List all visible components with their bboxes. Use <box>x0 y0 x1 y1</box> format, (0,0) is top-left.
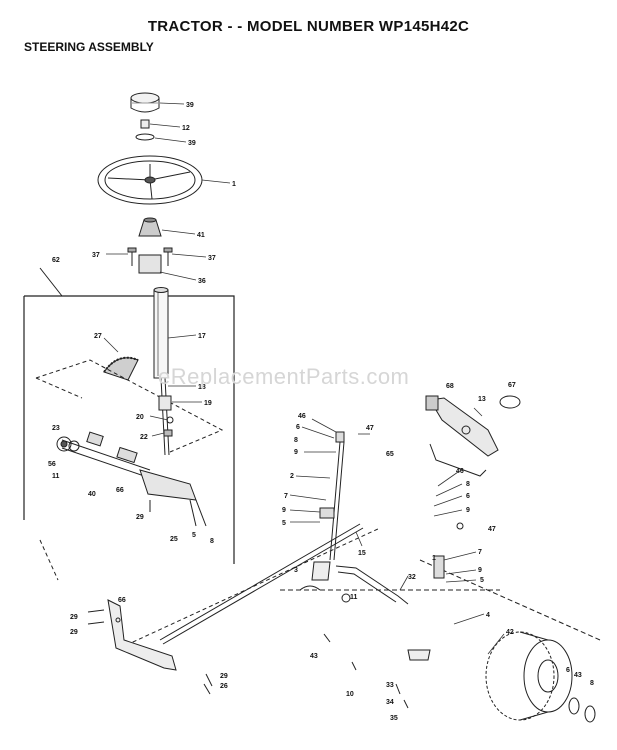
front-wheel-part <box>485 631 596 723</box>
callout-9b: 9 <box>282 507 286 514</box>
callout-32: 32 <box>408 574 416 581</box>
callout-9d: 9 <box>478 567 482 574</box>
callout-46a: 46 <box>298 413 306 420</box>
callout-42: 42 <box>506 629 514 636</box>
callout-47b: 47 <box>488 526 496 533</box>
callout-23: 23 <box>52 425 60 432</box>
callout-29a: 29 <box>136 514 144 521</box>
right-spindle-parts <box>425 395 521 579</box>
callout-26: 26 <box>220 683 228 690</box>
section-subtitle: STEERING ASSEMBLY <box>24 40 154 54</box>
callout-20: 20 <box>136 414 144 421</box>
misc-fasteners <box>203 633 431 709</box>
callout-62: 62 <box>52 257 60 264</box>
callout-17: 17 <box>198 333 206 340</box>
callout-39a: 39 <box>186 102 194 109</box>
callout-39b: 39 <box>188 140 196 147</box>
callout-25: 25 <box>170 536 178 543</box>
callout-6b: 6 <box>466 493 470 500</box>
callout-7a: 7 <box>284 493 288 500</box>
callout-22: 22 <box>140 434 148 441</box>
callout-35: 35 <box>390 715 398 722</box>
callout-43b: 43 <box>574 672 582 679</box>
callout-8c: 8 <box>466 481 470 488</box>
steering-bracket-part <box>87 599 177 671</box>
callout-43a: 43 <box>310 653 318 660</box>
callout-68: 68 <box>446 383 454 390</box>
callout-29c: 29 <box>70 629 78 636</box>
tie-rod-part <box>335 565 409 605</box>
callout-12: 12 <box>182 125 190 132</box>
callout-3: 3 <box>294 567 298 574</box>
callout-67: 67 <box>508 382 516 389</box>
callout-6c: 6 <box>566 667 570 674</box>
callout-34: 34 <box>386 699 394 706</box>
callout-leaders <box>103 102 505 655</box>
callout-18: 18 <box>198 384 206 391</box>
callout-9c: 9 <box>466 507 470 514</box>
left-spindle-parts <box>299 431 345 591</box>
callout-2: 2 <box>290 473 294 480</box>
callout-66a: 66 <box>116 487 124 494</box>
callout-1b: 1 <box>432 555 436 562</box>
callout-15: 15 <box>358 550 366 557</box>
watermark-text: eReplacementParts.com <box>158 364 410 389</box>
callout-40: 40 <box>88 491 96 498</box>
callout-11a: 11 <box>52 473 60 480</box>
steering-wheel-part <box>97 155 203 205</box>
callout-11b: 11 <box>350 594 358 601</box>
callout-29d: 29 <box>220 673 228 680</box>
callout-37a: 37 <box>92 252 100 259</box>
callout-29b: 29 <box>70 614 78 621</box>
steering-hub-part <box>138 217 162 237</box>
callout-36: 36 <box>198 278 206 285</box>
callout-9a: 9 <box>294 449 298 456</box>
gearbox-plate <box>35 359 224 453</box>
leader-lines <box>39 527 381 649</box>
steering-cap-part <box>130 92 160 113</box>
page-title: TRACTOR - - MODEL NUMBER WP145H42C <box>147 18 470 35</box>
callout-37b: 37 <box>208 255 216 262</box>
callout-65: 65 <box>386 451 394 458</box>
sector-gear-part <box>103 356 139 381</box>
callout-56: 56 <box>48 461 56 468</box>
callout-labels: 39 12 39 1 41 37 37 36 62 27 17 18 19 20… <box>48 102 594 722</box>
callout-7b: 7 <box>478 549 482 556</box>
callout-8a: 8 <box>210 538 214 545</box>
callout-10: 10 <box>346 691 354 698</box>
callout-8d: 8 <box>590 680 594 687</box>
nut-washer-part <box>135 119 155 141</box>
steering-shaft-part <box>153 287 170 456</box>
inset-frame <box>23 267 235 564</box>
pinion-parts <box>158 395 174 437</box>
callout-8b: 8 <box>294 437 298 444</box>
callout-19: 19 <box>204 400 212 407</box>
callout-33: 33 <box>386 682 394 689</box>
callout-41: 41 <box>197 232 205 239</box>
callout-46b: 46 <box>456 468 464 475</box>
callout-47a: 47 <box>366 425 374 432</box>
callout-5b: 5 <box>282 520 286 527</box>
callout-1: 1 <box>232 181 236 188</box>
steering-adapter-part <box>127 247 173 274</box>
callout-6a: 6 <box>296 424 300 431</box>
callout-66b: 66 <box>118 597 126 604</box>
drag-link-part <box>159 523 364 645</box>
callout-5c: 5 <box>480 577 484 584</box>
callout-5a: 5 <box>192 532 196 539</box>
callout-27: 27 <box>94 333 102 340</box>
callout-13: 13 <box>478 396 486 403</box>
callout-4: 4 <box>486 612 490 619</box>
cross-shaft-assembly <box>56 431 207 527</box>
